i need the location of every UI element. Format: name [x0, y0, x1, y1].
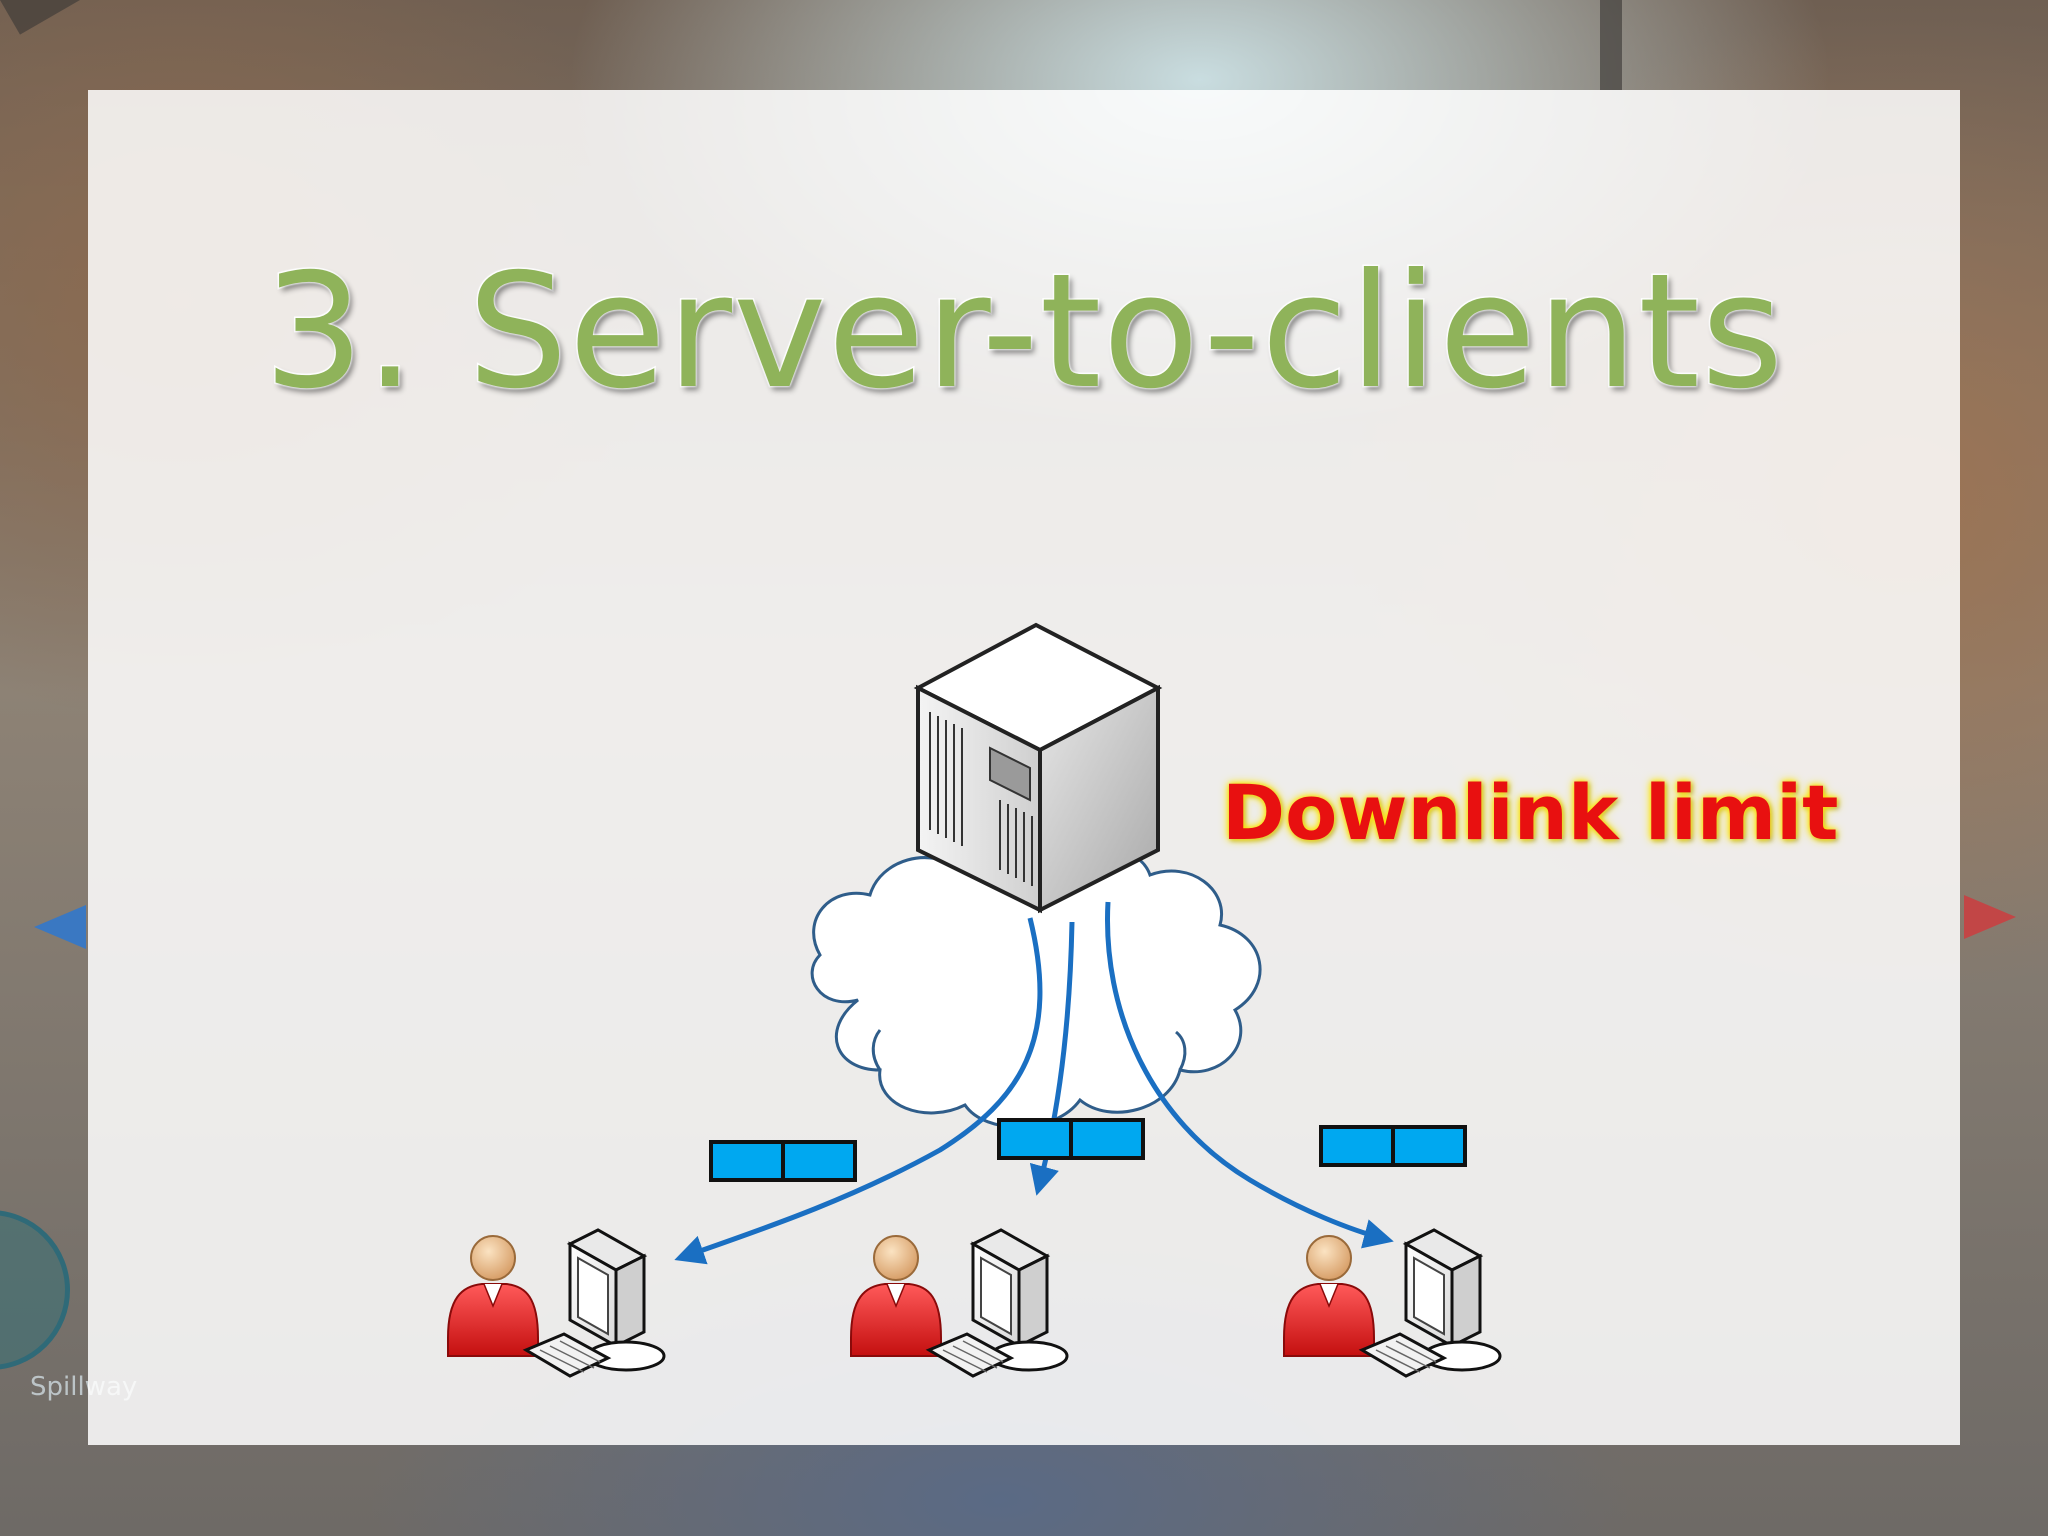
packet-group-right — [1319, 1125, 1467, 1167]
packet — [997, 1118, 1073, 1160]
flow-arrow-to-client-3 — [1105, 901, 1394, 1249]
slide-title: 3. Server-to-clients — [262, 239, 1785, 426]
client-3 — [1282, 1228, 1502, 1378]
network-cloud-icon — [810, 838, 1262, 1129]
packet-group-middle — [997, 1118, 1145, 1160]
user-workstation-icon — [1282, 1228, 1502, 1378]
flow-arrow-to-client-1 — [674, 917, 1043, 1265]
hud-left-marker-icon — [34, 905, 86, 949]
client-2 — [849, 1228, 1069, 1378]
packet — [709, 1140, 785, 1182]
downlink-callout: Downlink limit — [1222, 768, 1839, 857]
packet — [1391, 1125, 1467, 1167]
user-workstation-icon — [446, 1228, 666, 1378]
packet — [781, 1140, 857, 1182]
background-beam — [1600, 0, 1622, 90]
packet — [1069, 1118, 1145, 1160]
packet-group-left — [709, 1140, 857, 1182]
user-workstation-icon — [849, 1228, 1069, 1378]
hud-right-marker-icon — [1964, 895, 2016, 939]
server-icon — [913, 622, 1163, 914]
client-1 — [446, 1228, 666, 1378]
packet — [1319, 1125, 1395, 1167]
